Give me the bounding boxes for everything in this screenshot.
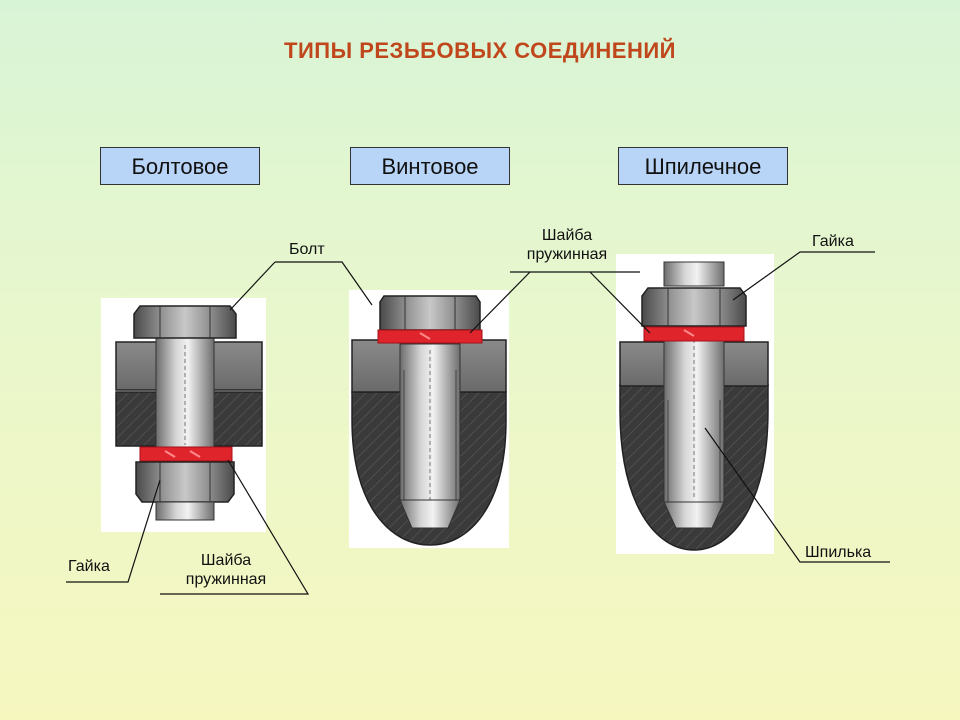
stud-joint-drawing [616, 254, 774, 554]
type-label-screwed: Винтовое [350, 147, 510, 185]
type-label-stud: Шпилечное [618, 147, 788, 185]
screw-head [379, 295, 481, 331]
label-washer-middle-line2: пружинная [526, 246, 608, 263]
leader-lines [66, 251, 890, 595]
label-washer-middle: Шайба пружинная [506, 226, 628, 264]
bolted-joint-drawing [101, 298, 266, 532]
label-nut-left: Гайка [68, 558, 110, 575]
spring-washer [139, 446, 233, 462]
label-washer-middle-line1: Шайба [541, 227, 593, 244]
nut [135, 461, 235, 503]
label-washer-left-line2: пружинная [185, 571, 267, 588]
label-nut-right: Гайка [812, 233, 854, 250]
nut [641, 287, 747, 327]
page-title: ТИПЫ РЕЗЬБОВЫХ СОЕДИНЕНИЙ [284, 38, 676, 63]
spring-washer [643, 326, 745, 342]
type-label-bolted: Болтовое [100, 147, 260, 185]
stud-top [663, 261, 725, 287]
label-washer-left: Шайба пружинная [165, 551, 287, 589]
label-stud: Шпилька [805, 544, 872, 561]
label-bolt: Болт [289, 241, 325, 258]
bolt-tip [155, 501, 215, 521]
bolt-head [133, 305, 237, 339]
label-washer-left-line1: Шайба [200, 552, 252, 569]
screwed-joint-drawing [349, 290, 509, 548]
spring-washer [377, 329, 483, 344]
